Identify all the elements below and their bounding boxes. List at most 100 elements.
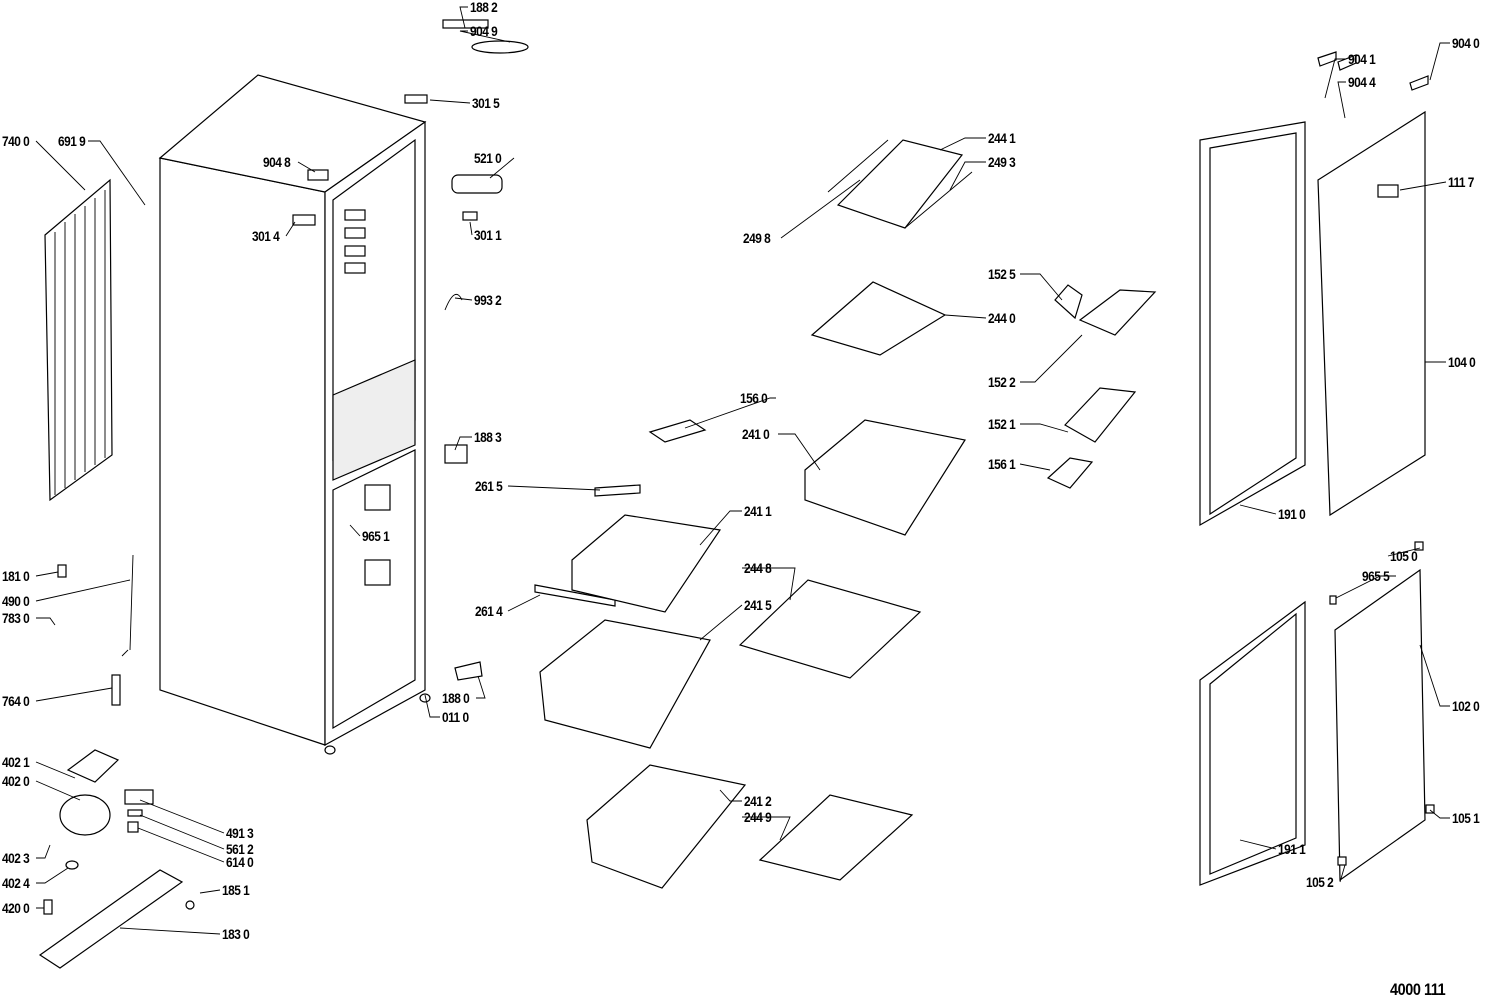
callout-2412: 241 2 (744, 793, 772, 809)
callout-2440: 244 0 (988, 310, 1016, 326)
condenser (44, 178, 113, 502)
callout-1851: 185 1 (222, 882, 250, 898)
part-1052 (1337, 856, 1347, 866)
part-1851 (185, 900, 195, 910)
drawer-2410 (804, 419, 966, 536)
callout-2493: 249 3 (988, 154, 1016, 170)
callout-1910: 191 0 (1278, 506, 1306, 522)
part-1883 (444, 444, 468, 464)
part-4021 (66, 749, 120, 783)
part-6140 (127, 821, 139, 833)
drawer-2415 (539, 619, 711, 749)
callout-2498: 249 8 (743, 230, 771, 246)
callout-1051: 105 1 (1452, 810, 1480, 826)
callout-9049: 904 9 (470, 23, 498, 39)
part-9048 (307, 169, 329, 181)
part-1525 (1054, 284, 1083, 320)
shelf-trims (827, 139, 973, 229)
part-4900 (121, 554, 134, 657)
cabinet (158, 74, 431, 755)
part-9932 (444, 293, 463, 311)
part-1830 (38, 869, 184, 969)
part-4913 (124, 789, 154, 805)
callout-9932: 993 2 (474, 292, 502, 308)
bin-1522 (1078, 289, 1157, 336)
callout-1525: 152 5 (988, 266, 1016, 282)
callout-3014: 301 4 (252, 228, 280, 244)
part-4020 (59, 794, 111, 836)
callout-2448: 244 8 (744, 560, 772, 576)
part-5210 (451, 174, 503, 194)
callout-9651: 965 1 (362, 528, 390, 544)
callout-4024: 402 4 (2, 875, 30, 891)
shelf-2440 (810, 281, 947, 356)
door-1020 (1334, 568, 1426, 882)
part-1880 (454, 661, 483, 681)
callout-1561: 156 1 (988, 456, 1016, 472)
callout-9655: 965 5 (1362, 568, 1390, 584)
callout-6919: 691 9 (58, 133, 86, 149)
drawer-2412 (586, 764, 747, 889)
callout-9040: 904 0 (1452, 35, 1480, 51)
callout-2411: 241 1 (744, 503, 772, 519)
callout-1040: 104 0 (1448, 354, 1476, 370)
part-3015 (404, 94, 428, 104)
part-1560 (648, 419, 707, 443)
callout-0110: 011 0 (442, 709, 469, 725)
label-1117 (1377, 184, 1399, 198)
callout-1117: 111 7 (1448, 174, 1474, 190)
callout-2449: 244 9 (744, 809, 772, 825)
part-3011 (462, 211, 478, 221)
part-7640 (111, 674, 121, 706)
callout-1883: 188 3 (474, 429, 502, 445)
part-1810 (57, 564, 67, 578)
part-3014 (292, 214, 316, 226)
callout-5612: 561 2 (226, 841, 254, 857)
part-2615 (594, 484, 641, 497)
callout-4021: 402 1 (2, 754, 30, 770)
callout-2615: 261 5 (475, 478, 503, 494)
part-1882 (442, 19, 489, 29)
callout-4913: 491 3 (226, 825, 254, 841)
callout-1522: 152 2 (988, 374, 1016, 390)
egg-tray-1561 (1046, 457, 1094, 489)
door-1040 (1317, 110, 1426, 517)
callout-2614: 261 4 (475, 603, 503, 619)
callout-9041: 904 1 (1348, 51, 1376, 67)
part-5612 (127, 809, 143, 817)
callout-1020: 102 0 (1452, 698, 1480, 714)
callout-1521: 152 1 (988, 416, 1016, 432)
callout-1911: 191 1 (1278, 841, 1306, 857)
callout-4200: 420 0 (2, 900, 30, 916)
callout-1050: 105 0 (1390, 548, 1418, 564)
callout-7640: 764 0 (2, 693, 30, 709)
drawer-2411 (571, 514, 722, 613)
part-1050 (1414, 541, 1424, 551)
shelf-2441 (836, 139, 964, 229)
part-9049 (471, 40, 529, 54)
callout-5210: 521 0 (474, 150, 502, 166)
part-1051 (1425, 804, 1435, 814)
shelf-2448 (738, 579, 922, 679)
document-number: 4000 111 64348 (1390, 980, 1446, 998)
callout-2415: 241 5 (744, 597, 772, 613)
callout-1882: 188 2 (470, 0, 498, 15)
callout-4023: 402 3 (2, 850, 30, 866)
part-9041 (1317, 51, 1337, 67)
callout-6140: 614 0 (226, 854, 254, 870)
callout-1052: 105 2 (1306, 874, 1334, 890)
callout-1560: 156 0 (740, 390, 768, 406)
callout-7400: 740 0 (2, 133, 30, 149)
callout-3015: 301 5 (472, 95, 500, 111)
callout-1830: 183 0 (222, 926, 250, 942)
shelf-2449 (758, 794, 914, 881)
leader-lines (35, 6, 1450, 935)
part-2614 (534, 584, 616, 607)
callout-1880: 188 0 (442, 690, 470, 706)
callout-1810: 181 0 (2, 568, 30, 584)
callout-4020: 402 0 (2, 773, 30, 789)
callout-2441: 244 1 (988, 130, 1016, 146)
part-4024 (65, 860, 79, 870)
callout-9048: 904 8 (263, 154, 291, 170)
